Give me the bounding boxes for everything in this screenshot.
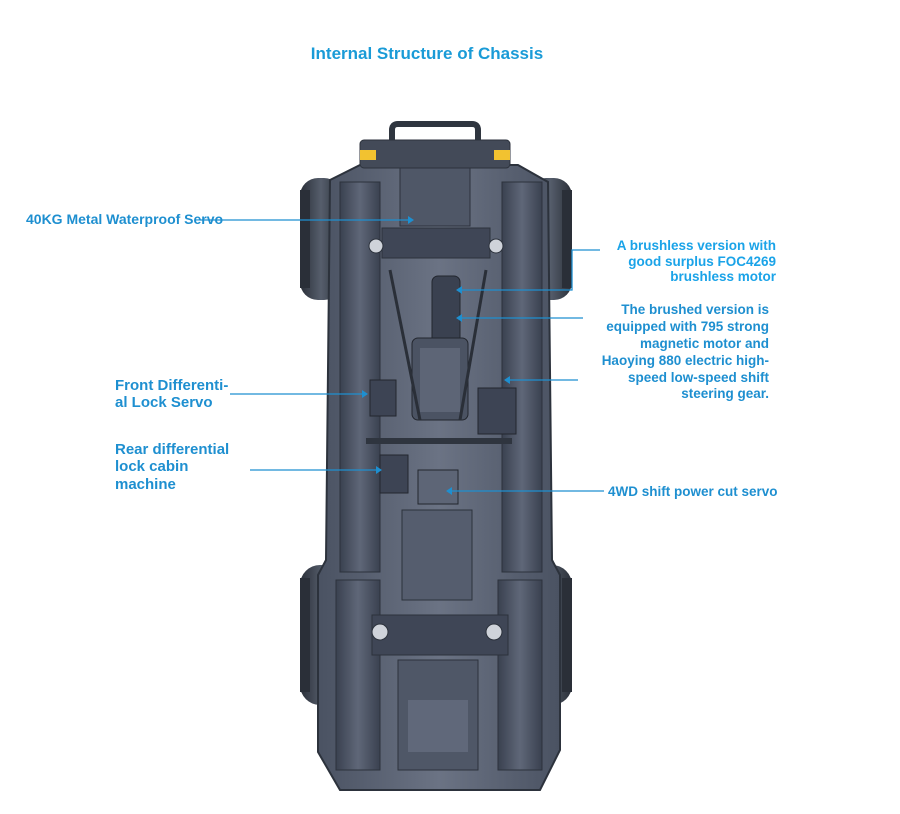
label-brushed-line: speed low-speed shift (627, 369, 769, 385)
label-rear-differential-lock: Rear differential lock cabin machine (115, 441, 255, 493)
label-front-differential-lock-servo: Front Differenti- al Lock Servo (115, 377, 255, 412)
label-brushed-line: Haoying 880 electric high- (601, 352, 769, 368)
diagram-title: Internal Structure of Chassis (310, 44, 544, 63)
label-brushless-line: A brushless version with (616, 238, 776, 253)
label-brushed-line: steering gear. (681, 386, 769, 402)
label-front-lock-line: al Lock Servo (115, 394, 213, 412)
label-brushless-line: brushless motor (670, 269, 776, 285)
label-brushless-version: A brushless version with good surplus FO… (590, 238, 776, 285)
label-rear-lock-line: machine (115, 475, 176, 493)
label-brushless-line: good surplus FOC4269 (628, 253, 776, 269)
label-brushed-line: magnetic motor and (639, 335, 769, 351)
label-rear-lock-line: Rear differential (115, 441, 230, 458)
label-front-lock-line: Front Differenti- (115, 377, 229, 394)
label-rear-lock-line: lock cabin (115, 458, 189, 476)
label-brushed-version: The brushed version is equipped with 795… (585, 302, 769, 403)
label-brushed-line: equipped with 795 strong (606, 318, 769, 334)
label-4wd-shift-servo: 4WD shift power cut servo (608, 484, 778, 499)
label-brushed-line: The brushed version is (621, 302, 769, 317)
leader-brushless (462, 249, 600, 291)
label-metal-waterproof-servo: 40KG Metal Waterproof Servo (26, 211, 224, 227)
